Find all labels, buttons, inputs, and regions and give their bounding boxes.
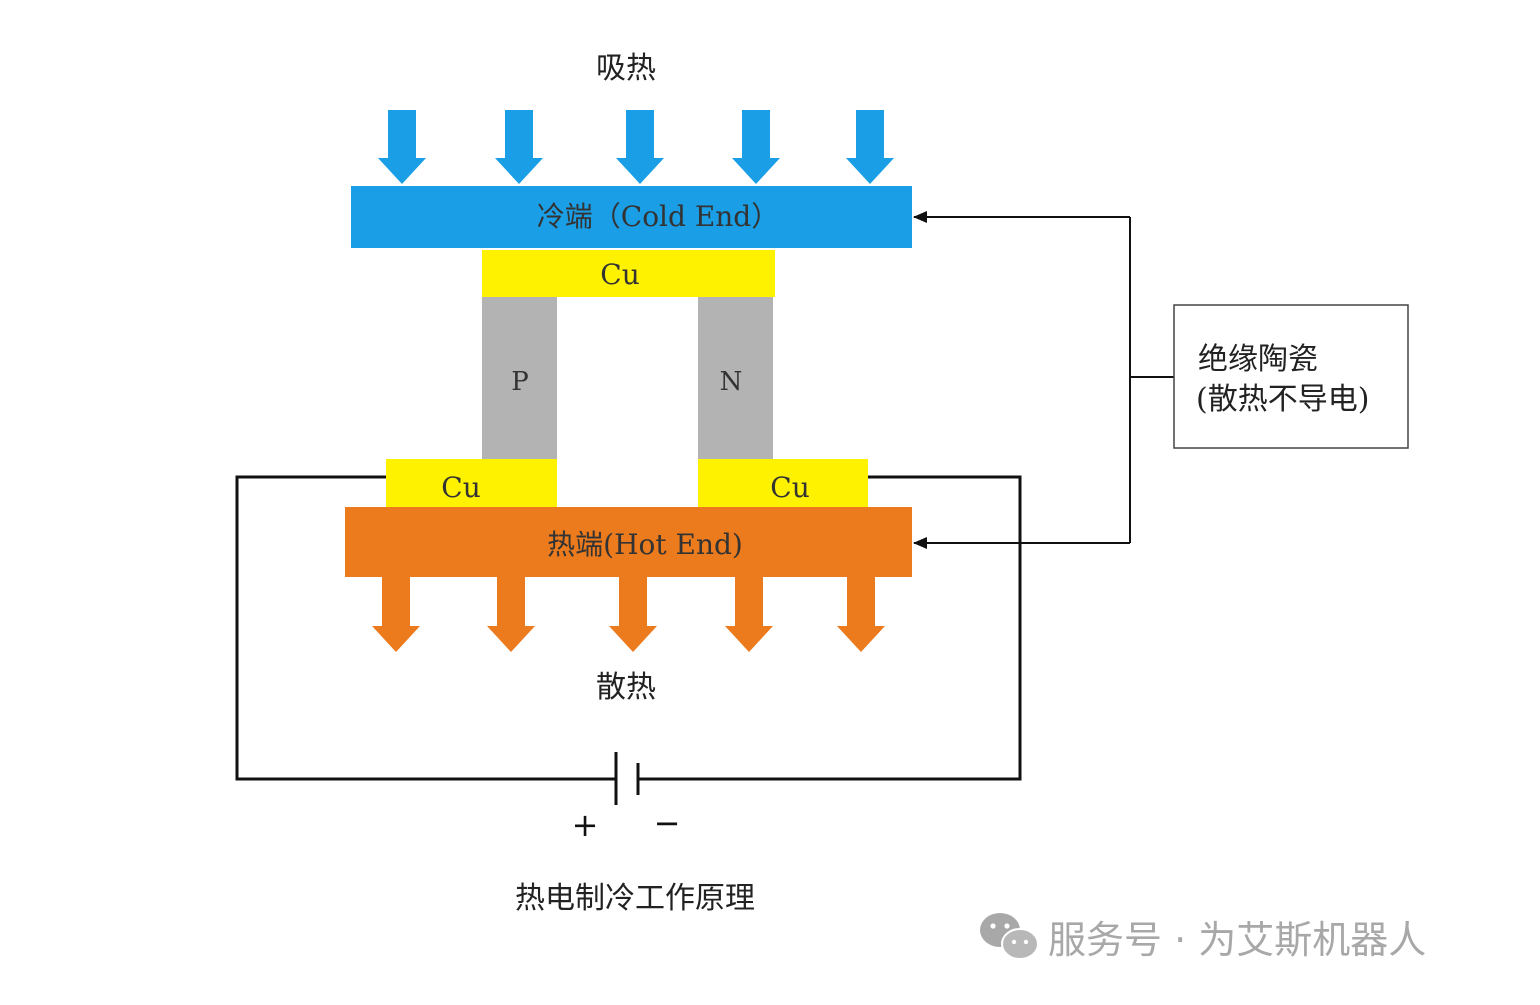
hot-end-label: 热端(Hot End) [547,528,743,561]
cold-end-plate [351,186,912,248]
copper-top [482,250,775,297]
wire-right [638,475,1022,781]
n-type-label: N [720,367,743,397]
copper-top-label: Cu [600,258,639,291]
diagram-caption: 热电制冷工作原理 [515,881,755,916]
heat-out-arrow-5 [837,577,885,652]
ceramic-label-line1: 绝缘陶瓷 [1198,342,1318,377]
ceramic-pointer [913,211,1174,549]
heat-in-arrow-4 [732,110,780,184]
wechat-icon [980,913,1039,960]
wire-left [235,475,616,781]
heat-in-arrow-5 [846,110,894,184]
circuit-wire [235,475,1022,781]
battery-symbol [614,752,640,805]
heat-out-arrow-4 [725,577,773,652]
ceramic-label-box [1173,304,1409,449]
heat-in-arrow-1 [378,110,426,184]
cold-end-label: 冷端（Cold End） [537,200,779,233]
copper-bottom-left [386,459,557,507]
hot-end-plate [345,507,912,577]
copper-bottom-left-label: Cu [441,471,480,504]
p-type-leg [482,297,557,459]
heat-out-arrow-2 [487,577,535,652]
battery-minus-label: − [654,804,681,842]
p-type-label: P [511,367,529,397]
heat-in-arrows [378,110,894,184]
heat-out-arrow-1 [372,577,420,652]
n-type-leg [698,297,773,459]
battery-plus-label: + [572,806,599,844]
release-heat-label: 散热 [596,670,656,705]
heat-out-arrows [372,577,885,652]
heat-out-arrow-3 [609,577,657,652]
watermark-text: 服务号 · 为艾斯机器人 [1048,918,1426,962]
copper-bottom-right-label: Cu [770,471,809,504]
heat-in-arrow-2 [495,110,543,184]
absorb-heat-label: 吸热 [596,51,656,86]
ceramic-label-line2: (散热不导电) [1196,382,1369,417]
heat-in-arrow-3 [616,110,664,184]
copper-bottom-right [698,459,868,507]
